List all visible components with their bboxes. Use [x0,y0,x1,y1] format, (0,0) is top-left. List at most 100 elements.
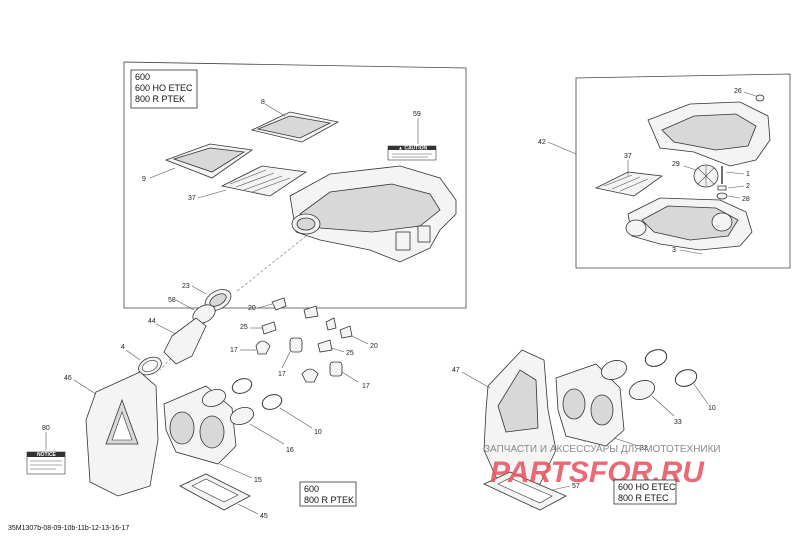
label-28: 28 [742,196,750,203]
label-26: 26 [734,88,742,95]
part-45-gasket-inner [191,478,239,503]
part-16-sleeve-a [201,389,227,407]
part-3-lower-cavity [641,205,739,241]
decal-notice-title: NOTICE [37,452,57,458]
part-37b-grille [594,171,664,197]
part-airbox-flange-a [395,231,411,251]
label-16: 16 [286,447,294,454]
label-20a: 20 [248,305,256,312]
label-58: 58 [168,297,176,304]
leader-33 [651,395,675,417]
leader-2 [727,185,745,189]
part-33-sleeve-b [629,380,655,400]
part-20-clip-b [303,305,319,319]
part-32-port-a [562,388,586,420]
leader-10b [693,383,709,405]
part-4-oring-inner [142,360,158,372]
part-28-washer [716,192,728,200]
leader-58 [175,299,195,311]
leader-17b [281,351,291,369]
part-20b-clip-2 [339,325,353,339]
part-44-duct [163,317,207,365]
label-8: 8 [261,99,265,106]
leader-8 [264,103,286,117]
part-37-grille [220,165,308,197]
part-17-strap-b [301,368,319,383]
leader-4 [125,349,141,361]
part-29-mesh [697,166,715,186]
label-29: 29 [672,161,680,168]
label-46: 46 [64,375,72,382]
variant-bottom-right-2: 800 R ETEC [618,493,669,503]
part-47-panel [497,369,539,433]
part-8-inner [256,115,332,139]
label-15: 15 [254,477,262,484]
label-80: 80 [42,425,50,432]
label-57: 57 [572,483,580,490]
leader-32 [613,437,639,447]
label-17a: 17 [230,347,238,354]
leader-42 [547,141,577,155]
part-15-port-a [169,411,195,445]
label-10a: 10 [314,429,322,436]
label-37b: 37 [624,153,632,160]
label-17b: 17 [278,371,286,378]
leader-1 [725,171,745,175]
leader-44 [155,323,177,335]
part-3-port-b [711,212,733,232]
variant-bottom-center-1: 600 [304,484,319,494]
label-1: 1 [746,171,750,178]
label-25b: 25 [346,350,354,357]
leader-15 [219,463,253,479]
label-33: 33 [674,419,682,426]
part-17b-grommet [289,337,303,353]
part-17a-strap [255,340,271,355]
leader-23 [191,285,207,295]
part-15-port-b [199,415,225,449]
leader-47 [461,371,491,389]
part-46-triangle-inner [111,411,133,441]
label-17c: 17 [362,383,370,390]
label-10b: 10 [708,405,716,412]
part-26-grommet [755,94,765,102]
variant-bottom-right-1: 600 HO ETEC [618,482,676,492]
label-9: 9 [142,176,146,183]
variant-top-left-1: 600 [135,72,150,82]
label-3: 3 [672,247,676,254]
part-10b-clamp-2 [674,369,698,387]
leader-25b [331,347,345,353]
part-20b-clip [325,317,337,331]
watermark-tagline: ЗАПЧАСТИ И АКСЕССУАРЫ ДЛЯ МОТОТЕХНИКИ [484,444,721,455]
part-10a-clamp-2 [261,394,283,410]
label-45: 45 [260,513,268,520]
leader-20b [351,335,369,345]
leader-45 [237,503,259,515]
leader-46 [73,379,97,395]
variant-top-left-2: 600 HO ETEC [135,83,193,93]
dash-route-1 [235,235,307,293]
part-10b-clamp-1 [644,349,668,367]
variant-box-bottom-center [299,481,357,507]
variant-bottom-center-2: 800 R PTEK [304,495,354,505]
label-44: 44 [148,318,156,325]
leader-10a [279,407,313,429]
part-25a-bracket [261,321,277,335]
inset-frame-right [575,73,791,269]
part-airbox-intake-inner [296,217,316,231]
label-23: 23 [182,283,190,290]
leader-17c [341,371,359,383]
leader-28 [727,195,741,199]
decal-caution-title: ▲ CAUTION [398,146,428,152]
leader-9 [149,167,176,179]
variant-box-top-left [130,69,198,109]
part-33-sleeve-a [601,360,627,380]
label-4: 4 [121,344,125,351]
part-25b-bracket [317,339,333,353]
part-32-port-b [590,394,614,426]
part-16-sleeve-b [229,407,255,425]
part-37b-grille-slats [603,174,649,192]
part-right-upper-cavity [661,113,757,151]
footer-drawing-code: 35M1307b-08-09-10b-11b-12-13-16-17 [8,525,129,532]
label-47: 47 [452,367,460,374]
part-2-spring [717,185,727,191]
